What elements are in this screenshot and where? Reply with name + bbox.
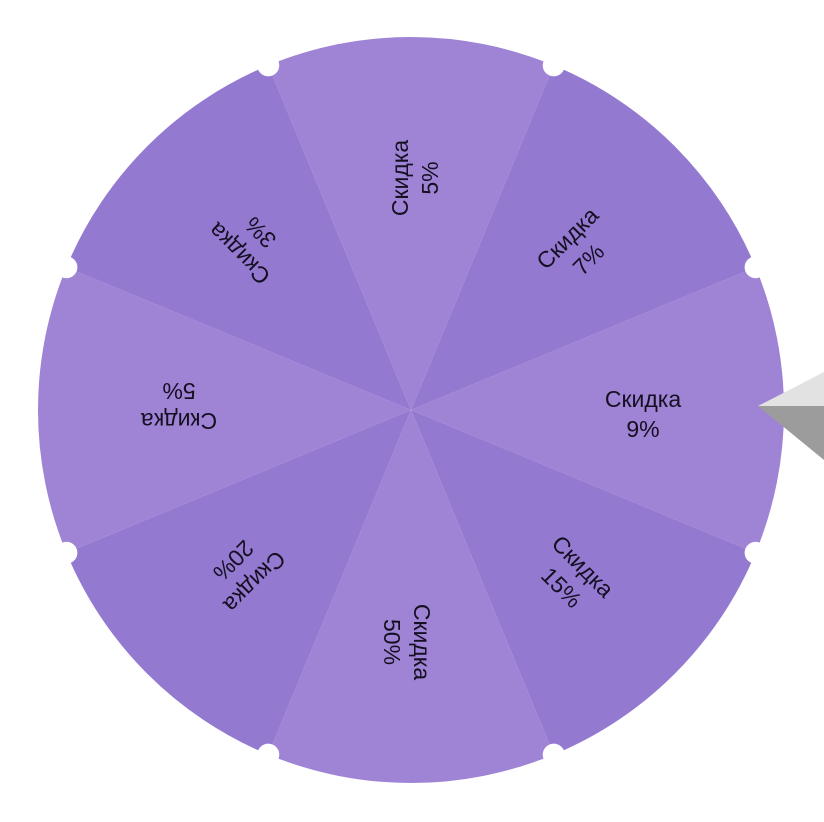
wheel-peg bbox=[744, 541, 767, 564]
wheel-sector bbox=[66, 410, 411, 755]
pointer-shadow bbox=[758, 406, 824, 460]
wheel-peg bbox=[55, 256, 78, 279]
wheel-sector bbox=[411, 410, 756, 755]
wheel-peg bbox=[55, 541, 78, 564]
wheel-pegs bbox=[55, 54, 767, 766]
wheel-peg bbox=[257, 54, 280, 77]
wheel-sector bbox=[268, 36, 554, 410]
sector-label-title: Скидка bbox=[387, 140, 413, 217]
sector-label-title: Скидка bbox=[605, 386, 682, 412]
wheel-peg bbox=[257, 743, 280, 766]
sector-label-value: 5% bbox=[162, 378, 195, 404]
wheel-sector bbox=[411, 267, 785, 553]
wheel-labels: Скидка9%Скидка15%Скидка50%Скидка20%Скидк… bbox=[141, 140, 682, 681]
sector-label-title: Скидка bbox=[141, 408, 218, 434]
wheel-sector bbox=[66, 65, 411, 410]
wheel-sectors bbox=[37, 36, 785, 784]
triangle-pointer-icon bbox=[758, 372, 824, 406]
sector-label-value: 5% bbox=[417, 161, 443, 194]
wheel-sector bbox=[411, 65, 756, 410]
sector-label-value: 9% bbox=[626, 416, 659, 442]
sector-label: Скидка 5% bbox=[141, 378, 218, 434]
wheel-peg bbox=[542, 743, 565, 766]
sector-label-value: 50% bbox=[379, 619, 405, 665]
sector-label-title: Скидка bbox=[409, 604, 435, 681]
wheel-sector bbox=[37, 267, 411, 553]
wheel-peg bbox=[744, 256, 767, 279]
wheel-peg bbox=[542, 54, 565, 77]
wheel-sector bbox=[268, 410, 554, 784]
sector-label: Скидка 9% bbox=[605, 386, 682, 442]
